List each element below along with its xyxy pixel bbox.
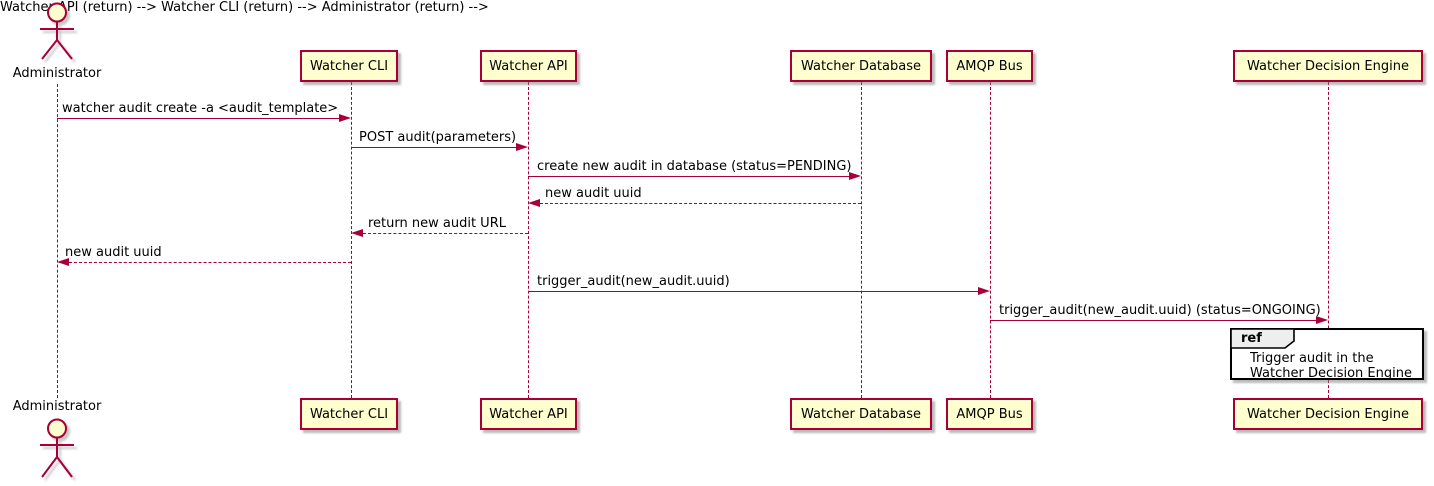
participant-watcher-decision-engine-top: Watcher Decision Engine bbox=[1233, 50, 1423, 82]
lifeline-watcher-cli bbox=[351, 82, 352, 398]
message-label-7: trigger_audit(new_audit.uuid) bbox=[537, 274, 730, 289]
participant-watcher-api-top: Watcher API bbox=[480, 50, 577, 82]
lifeline-amqp-bus bbox=[990, 82, 991, 398]
participant-watcher-api-bottom: Watcher API bbox=[480, 398, 577, 430]
message-label-1: watcher audit create -a <audit_template> bbox=[62, 101, 339, 116]
participant-amqp-bus-top: AMQP Bus bbox=[946, 50, 1033, 82]
actor-label-administrator-top: Administrator bbox=[12, 66, 102, 81]
message-line-2 bbox=[351, 147, 517, 148]
message-line-5 bbox=[363, 233, 528, 234]
administrator-actor-icon bbox=[40, 418, 74, 478]
message-line-8 bbox=[990, 320, 1316, 321]
arrowhead-right-icon bbox=[1316, 316, 1328, 324]
arrowhead-left-icon bbox=[57, 258, 69, 266]
participant-watcher-cli-top: Watcher CLI bbox=[300, 50, 398, 82]
arrowhead-right-icon bbox=[978, 287, 990, 295]
message-label-4: new audit uuid bbox=[545, 186, 642, 201]
message-label-6: new audit uuid bbox=[65, 245, 162, 260]
participant-watcher-database-top: Watcher Database bbox=[790, 50, 932, 82]
lifeline-watcher-decision-engine bbox=[1328, 82, 1329, 398]
ref-fragment: ref Trigger audit in the Watcher Decisio… bbox=[1230, 328, 1424, 381]
participant-watcher-cli-bottom: Watcher CLI bbox=[300, 398, 398, 430]
ref-content: Trigger audit in the Watcher Decision En… bbox=[1250, 351, 1412, 381]
lifeline-watcher-api bbox=[528, 82, 529, 398]
arrowhead-left-icon bbox=[528, 199, 540, 207]
message-label-3: create new audit in database (status=PEN… bbox=[537, 159, 852, 174]
actor-label-administrator-bottom: Administrator bbox=[12, 399, 102, 414]
message-label-8: trigger_audit(new_audit.uuid) (status=ON… bbox=[999, 303, 1321, 318]
participant-watcher-decision-engine-bottom: Watcher Decision Engine bbox=[1233, 398, 1423, 430]
message-line-4 bbox=[540, 203, 861, 204]
message-line-7 bbox=[528, 291, 978, 292]
arrowhead-right-icon bbox=[339, 114, 351, 122]
lifeline-watcher-database bbox=[861, 82, 862, 398]
administrator-actor-icon bbox=[40, 2, 74, 60]
arrowhead-right-icon bbox=[849, 172, 861, 180]
arrowhead-left-icon bbox=[351, 229, 363, 237]
message-line-1 bbox=[57, 118, 340, 119]
lifeline-administrator bbox=[57, 84, 58, 398]
ref-keyword: ref bbox=[1241, 331, 1262, 346]
participant-amqp-bus-bottom: AMQP Bus bbox=[946, 398, 1033, 430]
ref-content-line: Trigger audit in the bbox=[1250, 351, 1374, 366]
message-label-2: POST audit(parameters) bbox=[359, 130, 517, 145]
participant-watcher-database-bottom: Watcher Database bbox=[790, 398, 932, 430]
arrowhead-right-icon bbox=[516, 143, 528, 151]
message-line-6 bbox=[69, 262, 351, 263]
ref-content-line: Watcher Decision Engine bbox=[1250, 366, 1412, 381]
ref-tag-pentagon-icon bbox=[1230, 328, 1295, 349]
message-label-5: return new audit URL bbox=[368, 216, 506, 231]
message-line-3 bbox=[528, 176, 850, 177]
